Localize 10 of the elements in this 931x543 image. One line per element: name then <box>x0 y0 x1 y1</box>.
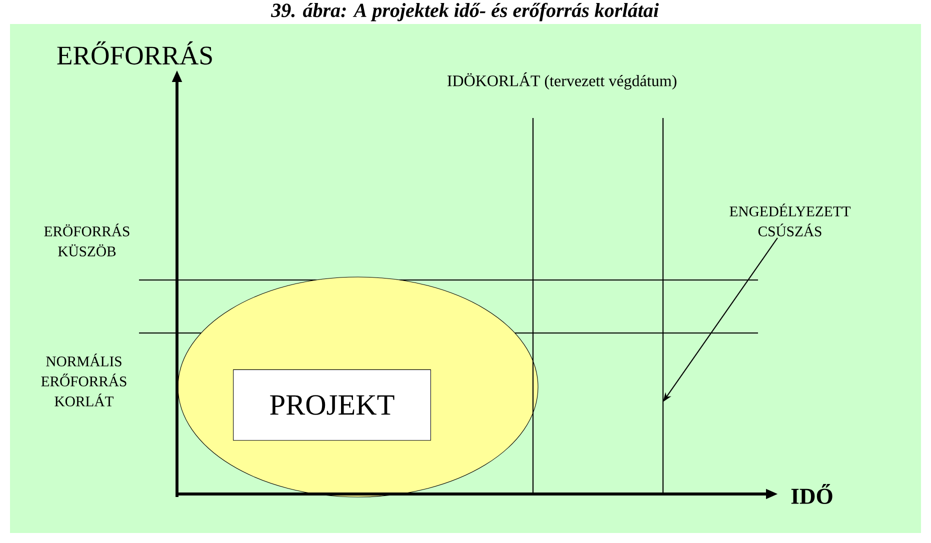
slip-label: ENGEDÉLYEZETT CSÚSZÁS <box>730 204 851 236</box>
limit-label: NORMÁLIS ERŐFORRÁS KORLÁT <box>41 354 126 406</box>
threshold-label: ERÖFORRÁS KÜSZÖB <box>44 224 130 256</box>
deadline-line <box>532 117 534 495</box>
axis-label: IDŐ <box>791 484 832 504</box>
axis-label: ERŐFORRÁS <box>57 41 212 65</box>
project-box: PROJEKT <box>233 369 431 441</box>
figure-title: 39. ábra: A projektek idő- és erőforrás korlátai <box>270 2 659 22</box>
deadline-label: IDÖKORLÁT (tervezett végdátum) <box>448 72 676 90</box>
deadline-line <box>662 117 664 495</box>
